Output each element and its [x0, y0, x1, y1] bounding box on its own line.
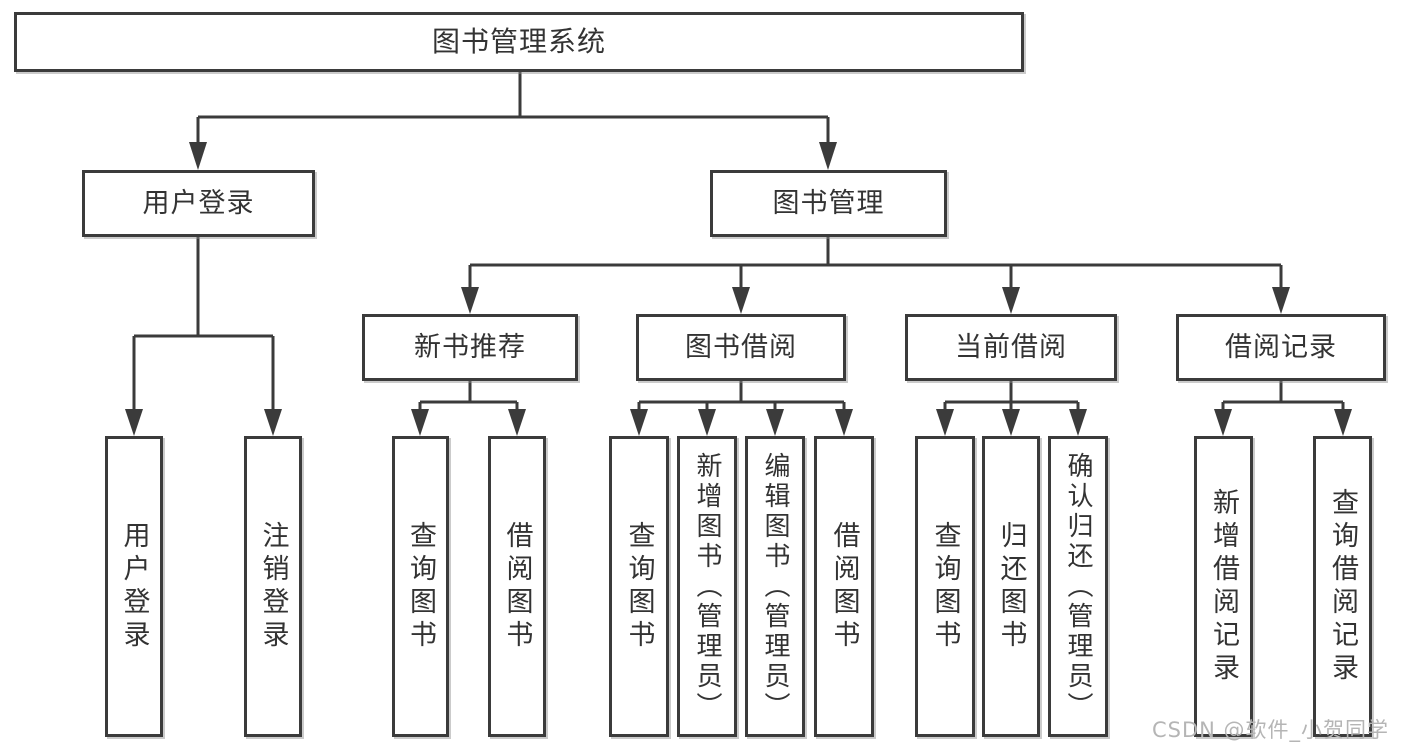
csdn-watermark: CSDN @软件_小贺同学 — [1152, 718, 1390, 742]
leaf-logout-label: 注销登录 — [257, 520, 289, 653]
leaf-add-book-admin-label: 新增图书（管理员） — [692, 451, 722, 722]
arrowhead-icons — [125, 142, 1352, 436]
node-current-borrow-label: 当前借阅 — [955, 332, 1067, 363]
node-root-label: 图书管理系统 — [431, 25, 606, 58]
leaf-confirm-return-admin: 确认归还（管理员） — [1048, 436, 1108, 737]
node-user-login-label: 用户登录 — [142, 188, 255, 219]
node-book-borrow-label: 图书借阅 — [685, 332, 797, 363]
leaf-query-borrow-record-label: 查询借阅记录 — [1327, 487, 1358, 686]
leaf-return-book-label: 归还图书 — [995, 520, 1027, 653]
node-borrow-record-label: 借阅记录 — [1225, 332, 1337, 363]
leaf-borrow-query-book: 查询图书 — [609, 436, 669, 737]
leaf-current-query-book: 查询图书 — [915, 436, 975, 737]
node-new-book-recommend: 新书推荐 — [362, 314, 578, 381]
leaf-user-login: 用户登录 — [105, 436, 163, 737]
node-new-book-recommend-label: 新书推荐 — [414, 332, 526, 363]
leaf-borrow-query-book-label: 查询图书 — [623, 520, 655, 653]
leaf-recommend-query-book: 查询图书 — [392, 436, 449, 737]
leaf-recommend-borrow-book-label: 借阅图书 — [501, 520, 533, 653]
node-current-borrow: 当前借阅 — [905, 314, 1117, 381]
node-book-management-label: 图书管理 — [772, 188, 885, 219]
leaf-edit-book-admin: 编辑图书（管理员） — [745, 436, 805, 737]
node-book-management: 图书管理 — [710, 170, 947, 237]
leaf-return-book: 归还图书 — [982, 436, 1040, 737]
leaf-logout: 注销登录 — [244, 436, 302, 737]
leaf-recommend-borrow-book: 借阅图书 — [488, 436, 546, 737]
leaf-edit-book-admin-label: 编辑图书（管理员） — [760, 451, 790, 722]
leaf-user-login-label: 用户登录 — [118, 520, 150, 653]
leaf-add-borrow-record: 新增借阅记录 — [1194, 436, 1253, 737]
leaf-borrow-book: 借阅图书 — [814, 436, 874, 737]
node-user-login: 用户登录 — [82, 170, 315, 237]
leaf-current-query-book-label: 查询图书 — [929, 520, 961, 653]
node-book-borrow: 图书借阅 — [636, 314, 846, 381]
leaf-confirm-return-admin-label: 确认归还（管理员） — [1063, 451, 1093, 722]
leaf-add-borrow-record-label: 新增借阅记录 — [1208, 487, 1239, 686]
leaf-recommend-query-book-label: 查询图书 — [405, 520, 436, 653]
leaf-query-borrow-record: 查询借阅记录 — [1313, 436, 1372, 737]
node-borrow-record: 借阅记录 — [1176, 314, 1386, 381]
leaf-add-book-admin: 新增图书（管理员） — [677, 436, 737, 737]
leaf-borrow-book-label: 借阅图书 — [828, 520, 860, 653]
node-root: 图书管理系统 — [14, 12, 1024, 72]
